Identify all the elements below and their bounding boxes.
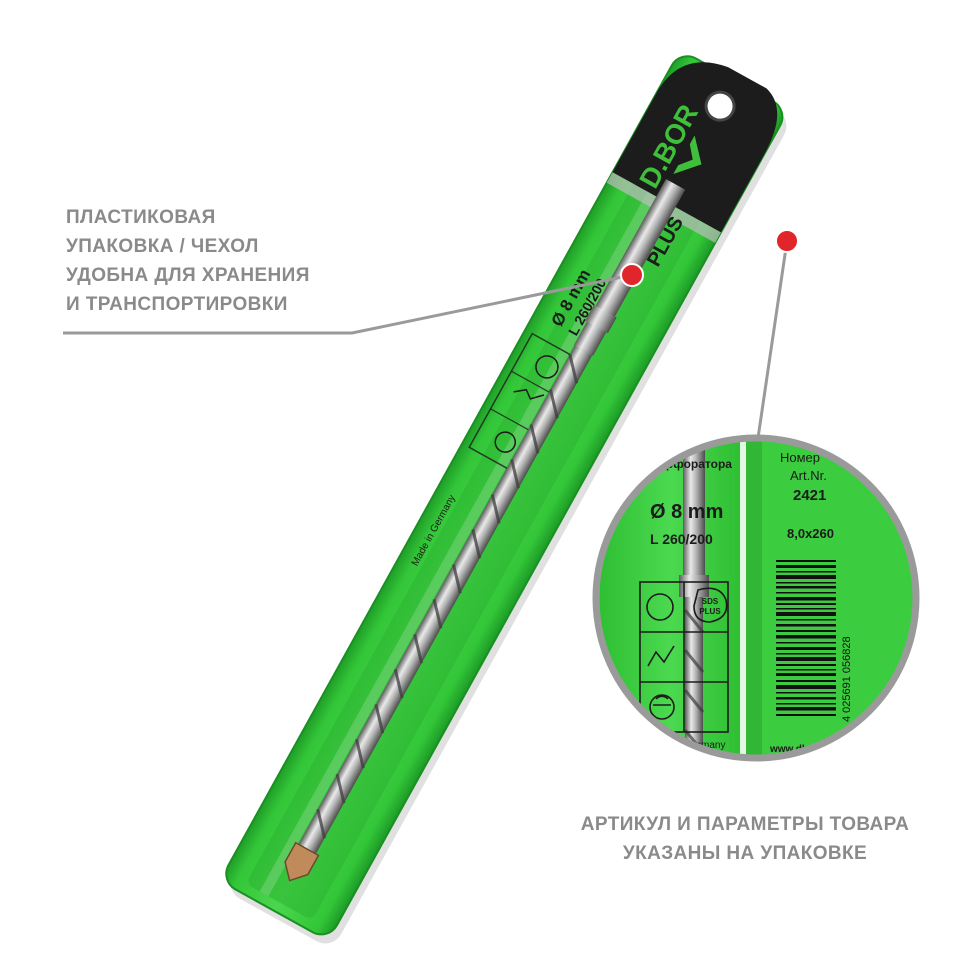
zoom-pictograms [639,581,729,733]
article-callout-line: УКАЗАНЫ НА УПАКОВКЕ [622,843,868,864]
article-label-en: Art.Nr. [790,468,827,483]
zoom-length-label: L 260/200 [650,531,713,547]
hanging-hole [704,90,736,122]
svg-text:SDS: SDS [702,597,719,606]
packaging-callout-line: УДОБНА ДЛЯ ХРАНЕНИЯ [66,265,310,286]
drill-bit-package: D.BOR PLUS Ø 8 mm L 260/200 Made in Germ… [225,55,787,944]
size-label: 8,0x260 [787,526,834,541]
svg-text:PLUS: PLUS [699,607,721,616]
barcode-digits: 4 025691 056828 [841,636,853,722]
packaging-leader-line [63,273,633,335]
packaging-callout-line: И ТРАНСПОРТИРОВКИ [66,294,288,315]
barcode: 4 025691 056828 [776,560,853,722]
sds-plus-badge: SDS PLUS [693,587,728,623]
packaging-callout-line: УПАКОВКА / ЧЕХОЛ [66,236,259,257]
zoom-diameter-label: Ø 8 mm [650,501,723,523]
packaging-callout-line: ПЛАСТИКОВАЯ [66,207,216,228]
packaging-marker [620,263,644,287]
article-number: 2421 [793,487,826,504]
article-leader-line [756,240,789,439]
drill-tip [284,841,320,882]
article-callout-line: АРТИКУЛ И ПАРАМЕТРЫ ТОВАРА [580,814,910,835]
logo-chevron-icon [673,135,702,174]
drill-spiral [298,345,593,854]
article-callout: АРТИКУЛ И ПАРАМЕТРЫ ТОВАРА УКАЗАНЫ НА УП… [540,810,950,868]
article-marker [775,229,799,253]
article-label-ru: Номер [780,450,820,465]
zoom-loupe: перфоратора Ø 8 mm L 260/200 SDS PLUS Ma… [592,434,920,762]
packaging-callout: ПЛАСТИКОВАЯ УПАКОВКА / ЧЕХОЛ УДОБНА ДЛЯ … [66,203,310,319]
